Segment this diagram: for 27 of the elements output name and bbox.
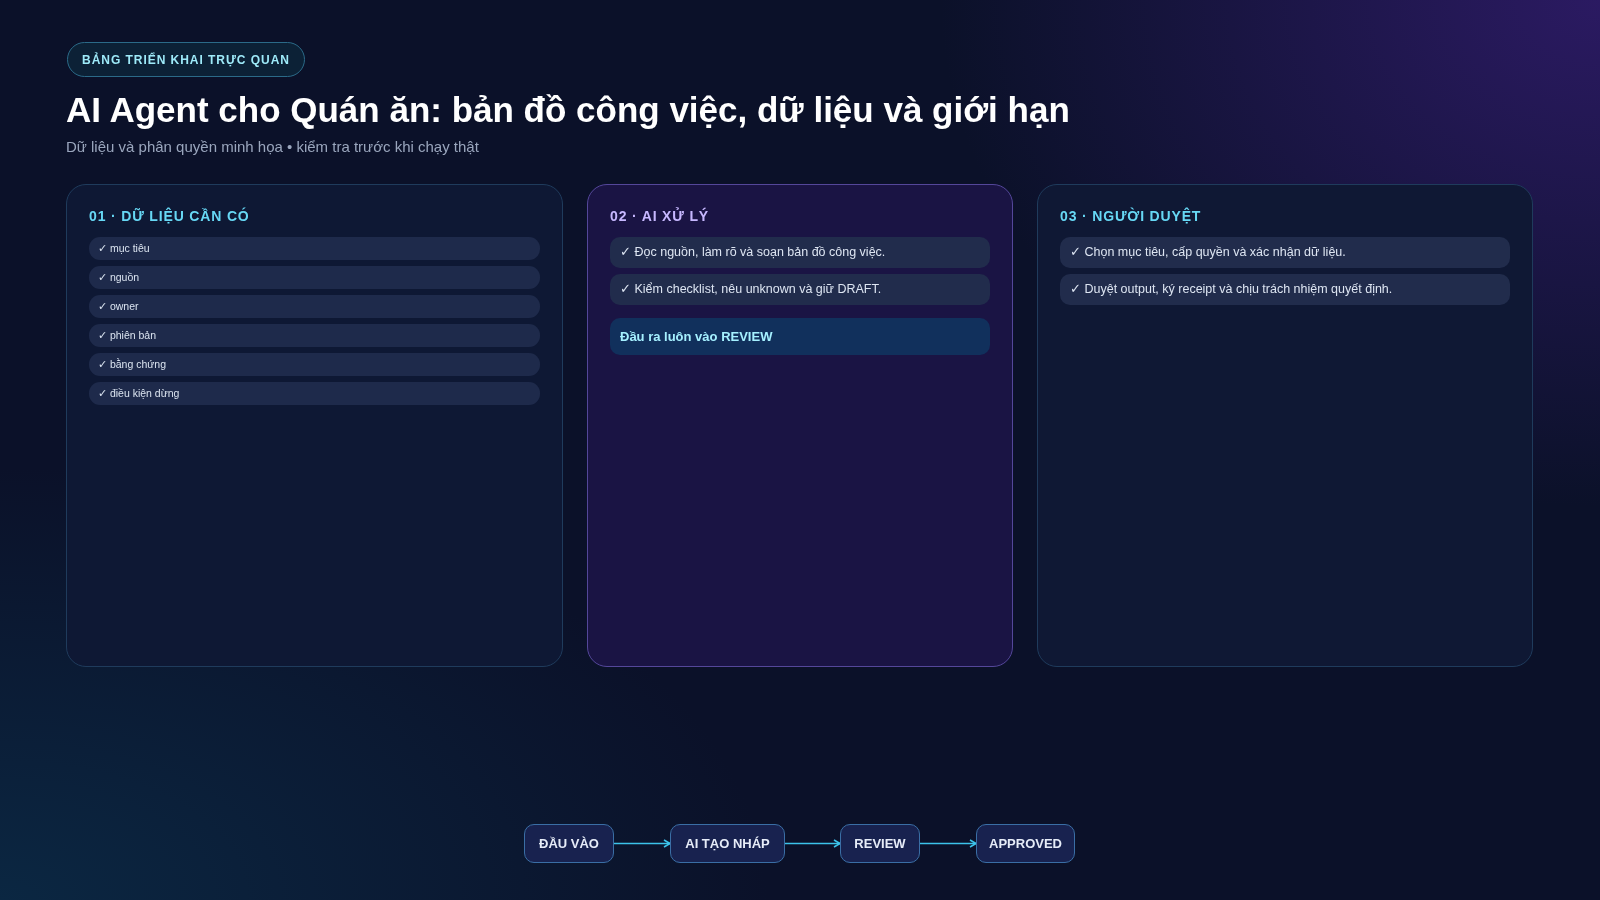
checklist-item: ✓ Chọn mục tiêu, cấp quyền và xác nhận dữ liệu. [1060,237,1510,268]
checklist-item: ✓ phiên bản [89,324,540,347]
checklist-item: ✓ bằng chứng [89,353,540,376]
process-step: APPROVED [976,824,1075,863]
process-step: REVIEW [840,824,920,863]
panel-heading: 02 · AI XỬ LÝ [610,207,711,225]
process-step: AI TẠO NHÁP [670,824,785,863]
checklist-item: ✓ owner [89,295,540,318]
panel-heading: 03 · NGƯỜI DUYỆT [1060,207,1203,225]
column-panel [66,184,563,667]
arrow [613,839,671,848]
checklist-item: ✓ Đọc nguồn, làm rõ và soạn bản đồ công việc. [610,237,990,268]
section-tag: BẢNG TRIỂN KHAI TRỰC QUAN [67,42,305,77]
column-panel [587,184,1013,667]
column-panel [1037,184,1533,667]
highlight-note: Đầu ra luôn vào REVIEW [610,318,990,355]
checklist-item: ✓ điều kiện dừng [89,382,540,405]
checklist-item: ✓ nguồn [89,266,540,289]
process-step: ĐẦU VÀO [524,824,614,863]
arrow [784,839,841,848]
checklist-item: ✓ Duyệt output, ký receipt và chịu trách nhiệm quyết định. [1060,274,1510,305]
checklist-item: ✓ Kiểm checklist, nêu unknown và giữ DRAFT. [610,274,990,305]
page-title: AI Agent cho Quán ăn: bản đồ công việc, dữ liệu và giới hạn [66,90,1070,130]
checklist-item: ✓ mục tiêu [89,237,540,260]
subtitle: Dữ liệu và phân quyền minh họa • kiểm tra trước khi chạy thật [66,137,479,157]
panel-heading: 01 · DỮ LIỆU CẦN CÓ [89,207,251,225]
arrow [919,839,977,848]
